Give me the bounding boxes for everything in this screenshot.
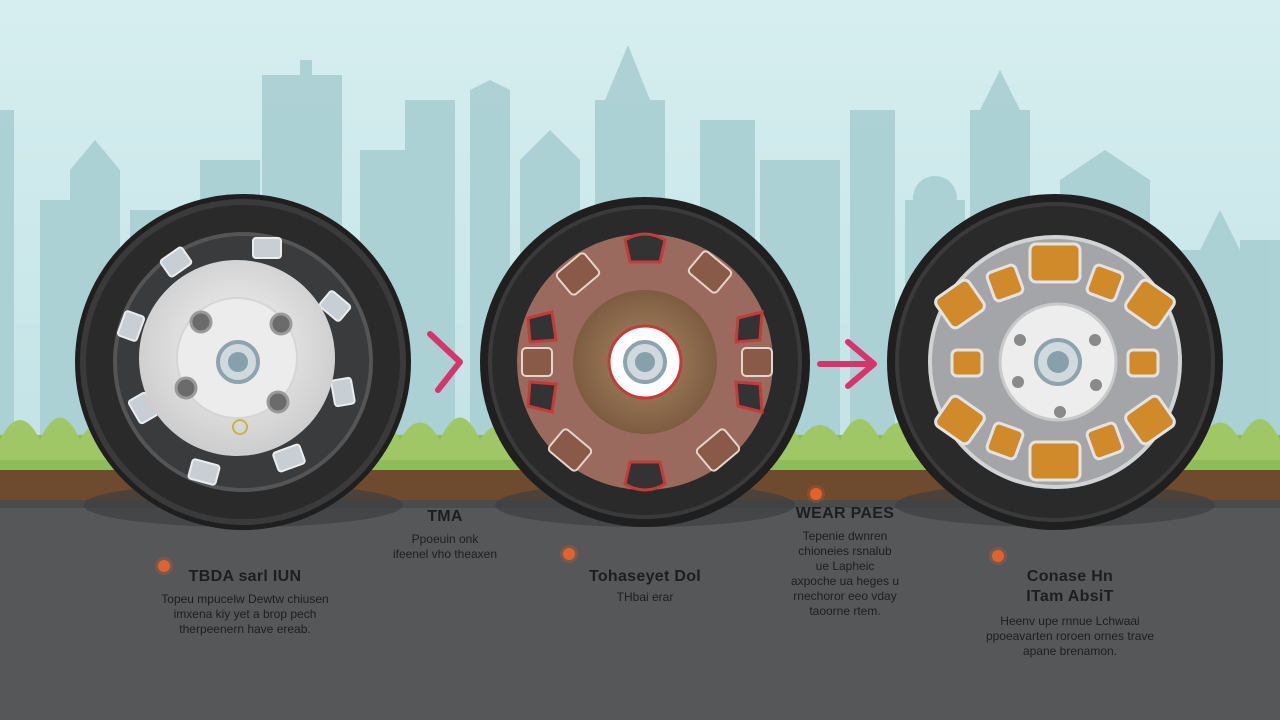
right-arrow: [427, 331, 463, 393]
label-body: Ppoeuin onk ifeenel vho theaxen: [375, 532, 515, 562]
label-wear-pads: WEAR PAES Tepenie dwnren chioneies rsnal…: [765, 505, 925, 619]
label-title: TMA: [427, 508, 463, 525]
label-medium-wear: Tohaseyet Dol THbai erar: [560, 568, 730, 605]
label-tma: TMA Ppoeuin onk ifeenel vho theaxen: [375, 508, 515, 562]
label-line: Ppoeuin onk: [411, 532, 479, 546]
label-line: Topeu mpucelw Dewtw chiusen: [161, 592, 329, 606]
label-body: Tepenie dwnren chioneies rsnalub ue Laph…: [765, 529, 925, 619]
label-title: Conase Hn: [1026, 568, 1114, 585]
label-body: THbai erar: [560, 590, 730, 605]
label-title: Tohaseyet Dol: [588, 568, 702, 585]
label-line: Heenv upe rnnue Lchwaai: [1000, 614, 1140, 628]
bullet-dot: [992, 550, 1004, 562]
label-line: ue Lapheic: [815, 559, 875, 573]
wheel-worn-pads: [887, 194, 1223, 530]
wheel-new-pads: [75, 194, 411, 530]
label-title: WEAR PAES: [795, 505, 895, 522]
wheel-medium-wear: [480, 197, 810, 527]
road: [0, 500, 1280, 720]
bullet-dot: [158, 560, 170, 572]
label-worn-pads: Conase Hn ITam AbsiT Heenv upe rnnue Lch…: [945, 568, 1195, 659]
label-line: imxena kiy yet a brop pech: [173, 607, 317, 621]
bullet-dot: [810, 488, 822, 500]
label-subtitle: ITam AbsiT: [1026, 588, 1114, 605]
label-line: rnechoror eeo vday: [793, 589, 897, 603]
label-body: Topeu mpucelw Dewtw chiusen imxena kiy y…: [120, 592, 370, 637]
bullet-dot: [563, 548, 575, 560]
label-line: ifeenel vho theaxen: [392, 547, 498, 561]
label-line: axpoche ua heges u: [790, 574, 900, 588]
label-line: THbai erar: [616, 590, 674, 604]
label-new-pads: TBDA sarl IUN Topeu mpucelw Dewtw chiuse…: [120, 568, 370, 637]
label-title: TBDA sarl IUN: [188, 568, 302, 585]
label-line: apane brenamon.: [1022, 644, 1118, 658]
label-line: Tepenie dwnren: [802, 529, 888, 543]
label-line: taoorne rtem.: [809, 604, 881, 618]
label-line: therpeenern have ereab.: [179, 622, 311, 636]
label-line: chioneies rsnalub: [798, 544, 892, 558]
label-line: ppoeavarten roroen ornes trave: [985, 629, 1155, 643]
label-body: Heenv upe rnnue Lchwaai ppoeavarten roro…: [945, 614, 1195, 659]
right-arrow: [817, 339, 877, 389]
